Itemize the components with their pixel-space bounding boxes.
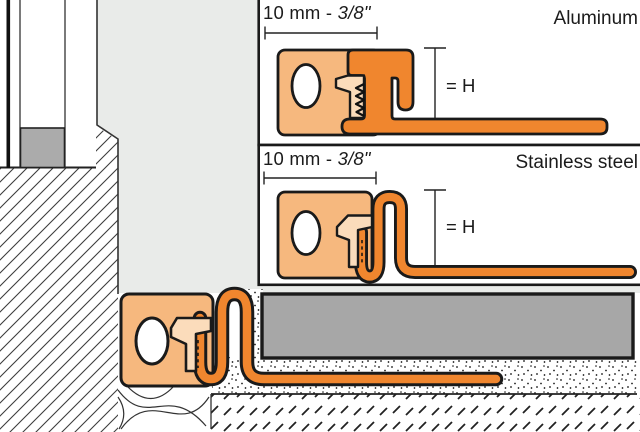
substrate-break-lines xyxy=(117,385,210,430)
insert-connector xyxy=(169,316,213,373)
height-dimension xyxy=(424,47,446,120)
anchoring-teeth xyxy=(354,82,366,118)
floor-screed xyxy=(210,393,640,432)
detail-panel-aluminum xyxy=(257,0,640,147)
stainless-profile-strip xyxy=(354,190,637,284)
wall-face-line xyxy=(96,0,119,294)
insert-connector xyxy=(335,214,374,269)
wall-section-hatch xyxy=(0,0,119,432)
dimension-mm: 10 mm - xyxy=(263,2,338,23)
dimension-label-aluminum: 10 mm - 3/8" xyxy=(263,3,371,22)
floor-tile xyxy=(260,292,635,360)
dimension-line-10mm xyxy=(263,171,377,185)
height-label-stainless: = H xyxy=(446,216,476,237)
dimension-inch: 3/8" xyxy=(337,148,371,169)
joint-backer xyxy=(19,127,66,169)
material-label-stainless: Stainless steel xyxy=(515,152,638,173)
wall-movement-joint xyxy=(6,0,66,169)
insert-oval-hole xyxy=(290,210,322,256)
dimension-inch: 3/8" xyxy=(337,2,371,23)
insert-connector xyxy=(334,74,366,120)
height-label-aluminum: = H xyxy=(446,75,476,96)
dimension-mm: 10 mm - xyxy=(263,148,338,169)
insert-oval-hole xyxy=(290,63,322,109)
dimension-line-10mm xyxy=(264,26,378,40)
height-dimension xyxy=(424,189,446,265)
detail-panel-stainless xyxy=(257,143,640,287)
dimension-label-stainless: 10 mm - 3/8" xyxy=(263,149,371,168)
insert-oval-hole xyxy=(134,316,170,366)
material-label-aluminum: Aluminum xyxy=(553,8,638,29)
stainless-profile-strip xyxy=(192,286,504,387)
wall-covering-edge-line xyxy=(6,0,11,168)
